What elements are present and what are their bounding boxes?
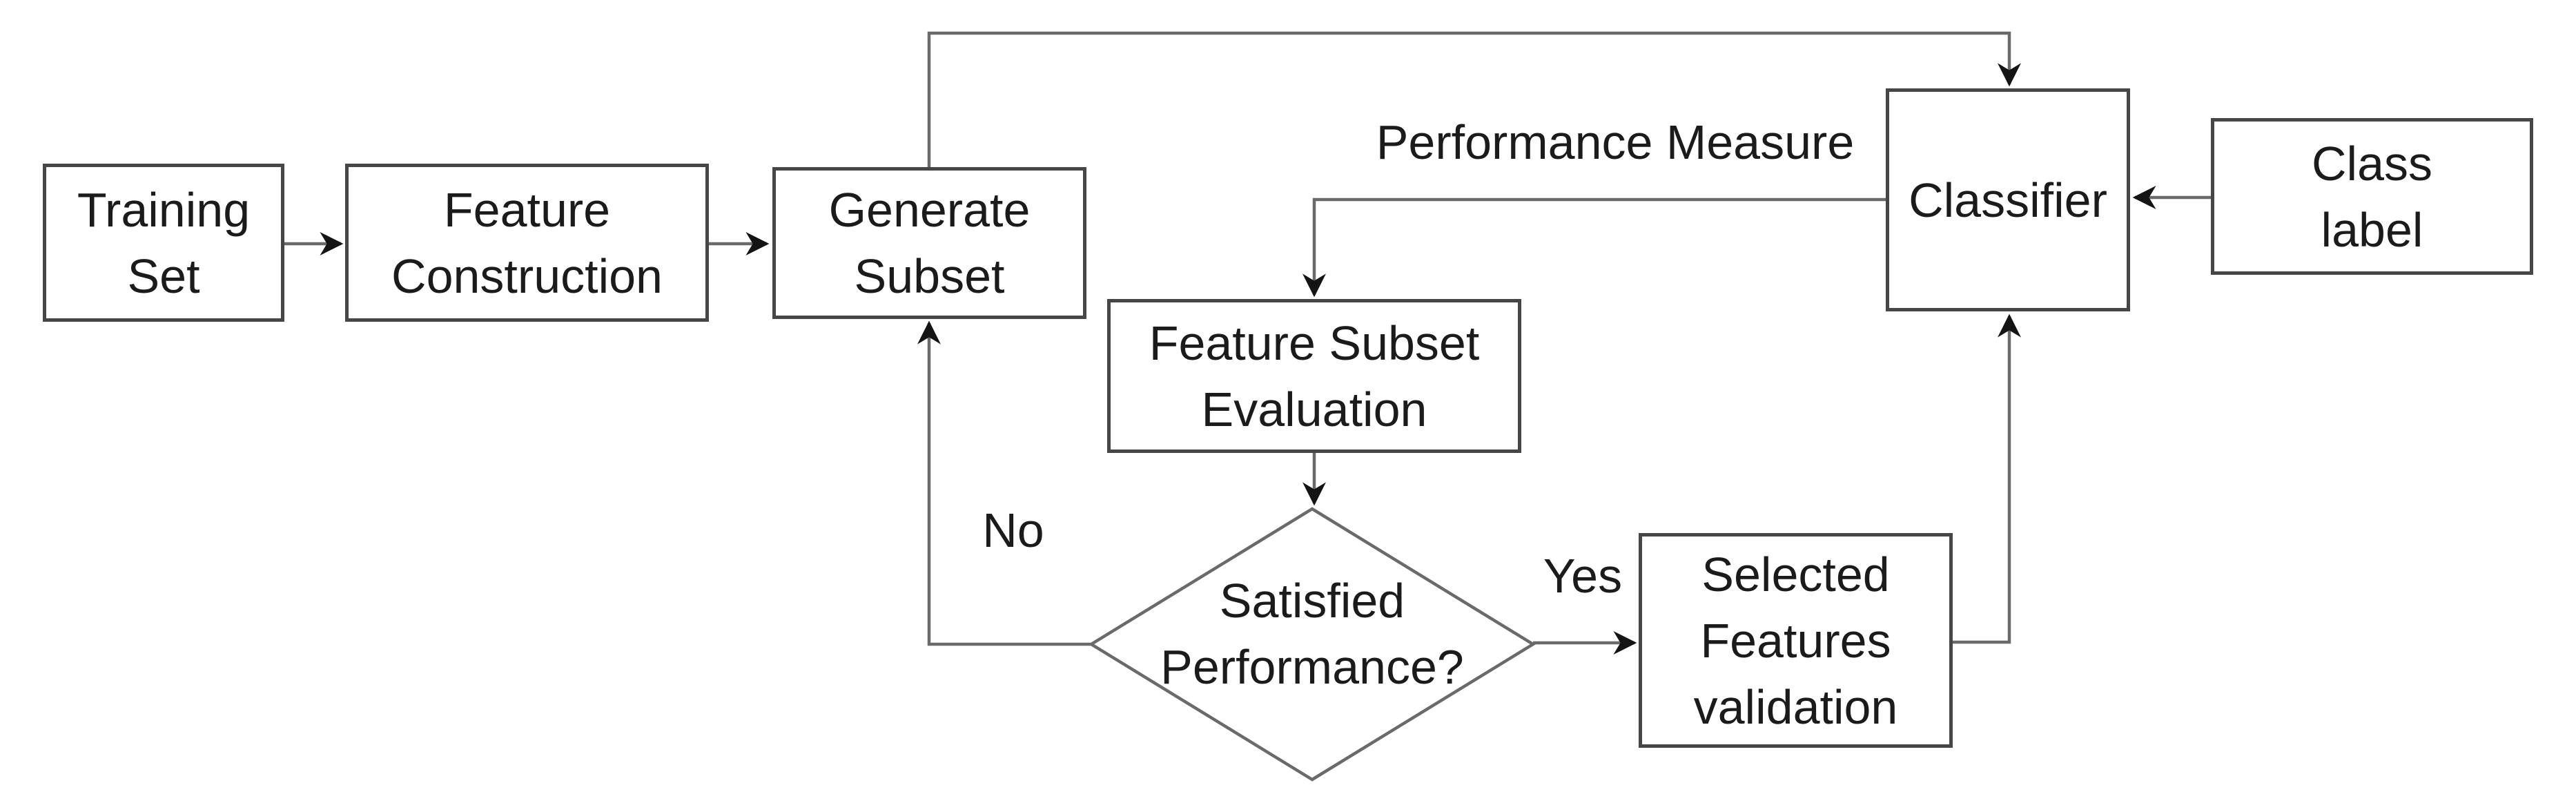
edge-label-performance-measure: Performance Measure <box>1376 115 1855 169</box>
node-feature-subset-evaluation-label: Feature Subset Evaluation <box>1149 316 1480 436</box>
node-generate-subset-label: Generate Subset <box>828 183 1031 303</box>
edge-generate-to-classifier <box>927 31 2021 168</box>
edge-label-yes: Yes <box>1543 549 1623 603</box>
node-training-set: Training Set <box>43 164 284 322</box>
edge-validation-to-classifier <box>1953 313 2021 644</box>
node-class-label: Class label <box>2211 118 2533 275</box>
edge-decision-no-to-generate <box>917 320 1091 646</box>
node-feature-construction: Feature Construction <box>345 164 709 322</box>
node-classifier: Classifier <box>1886 88 2130 311</box>
node-generate-subset: Generate Subset <box>772 167 1086 319</box>
decision-diamond-shape <box>1088 507 1536 782</box>
node-satisfied-performance: Satisfied Performance? <box>1105 568 1519 699</box>
edge-label-no: No <box>982 503 1044 557</box>
node-training-set-label: Training Set <box>77 182 251 303</box>
node-feature-construction-label: Feature Construction <box>391 182 663 303</box>
node-class-label-label: Class label <box>2311 136 2433 257</box>
node-classifier-label: Classifier <box>1909 173 2107 227</box>
node-selected-features-validation-label: Selected Features validation <box>1693 547 1898 734</box>
node-feature-subset-evaluation: Feature Subset Evaluation <box>1107 299 1521 453</box>
edge-classifier-to-evaluation <box>1302 197 1886 298</box>
node-selected-features-validation: Selected Features validation <box>1639 533 1953 748</box>
node-satisfied-performance-label: Satisfied Performance? <box>1160 574 1464 694</box>
